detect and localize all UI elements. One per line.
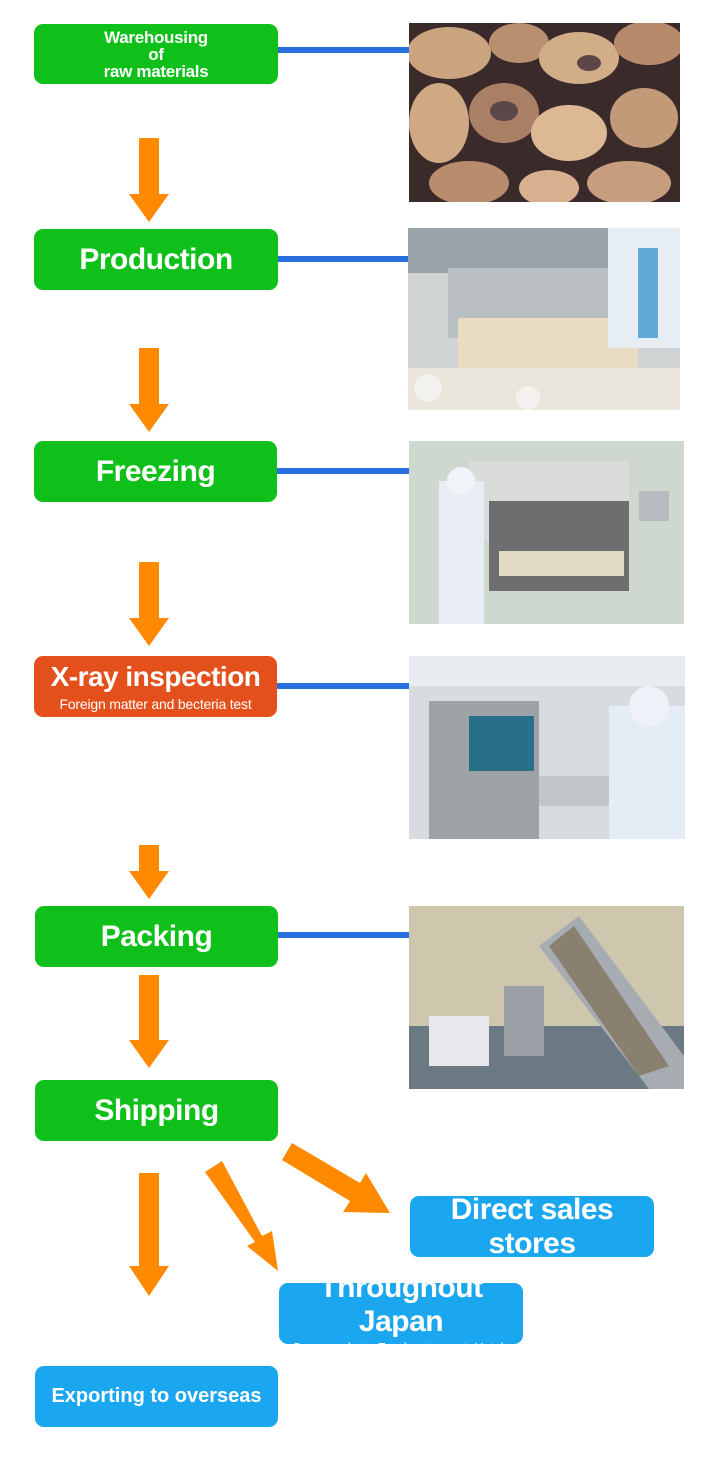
- exporting-label: Exporting to overseas: [51, 1385, 262, 1407]
- dest-exporting: Exporting to overseas: [35, 1366, 278, 1427]
- packing-label: Packing: [100, 919, 213, 953]
- connector-production: [278, 256, 409, 262]
- production-line-photo: [408, 228, 680, 410]
- xray-sub: Foreign matter and becteria test: [59, 696, 252, 712]
- arrow-down-1: [129, 138, 169, 222]
- xray-label: X-ray inspection: [50, 661, 261, 692]
- step-freezing: Freezing: [34, 441, 277, 502]
- arrow-diag-japan: [205, 1161, 278, 1271]
- shipping-label: Shipping: [94, 1093, 219, 1127]
- warehousing-line-3: raw materials: [103, 61, 209, 81]
- step-packing: Packing: [35, 906, 278, 967]
- step-shipping: Shipping: [35, 1080, 278, 1141]
- arrow-down-4: [129, 845, 169, 899]
- connector-xray: [277, 683, 409, 689]
- step-warehousing: Warehousing of raw materials: [34, 24, 278, 84]
- step-xray: X-ray inspection Foreign matter and bect…: [34, 656, 277, 717]
- arrow-down-6: [129, 1173, 169, 1296]
- oysters-photo: [409, 23, 680, 202]
- warehousing-line-1: Warehousing: [104, 27, 208, 47]
- xray-machine-photo: [409, 656, 685, 839]
- arrow-down-5: [129, 975, 169, 1068]
- dest-throughout-japan: Throughout Japan Supermarkets ,Food-rest…: [279, 1271, 523, 1355]
- production-label: Production: [79, 242, 233, 276]
- japan-label: Throughout Japan: [319, 1270, 483, 1338]
- arrow-down-3: [129, 562, 169, 646]
- arrow-down-2: [129, 348, 169, 432]
- direct-sales-label: Direct sales stores: [450, 1192, 614, 1260]
- japan-sub: Supermarkets ,Food-restaurant ,Hotels: [292, 1339, 510, 1355]
- dest-direct-sales: Direct sales stores: [410, 1193, 654, 1260]
- packing-conveyor-photo: [409, 906, 684, 1089]
- freezer-photo: [409, 441, 684, 624]
- connector-freezing: [277, 468, 409, 474]
- arrow-diag-direct: [282, 1143, 390, 1213]
- connector-warehousing: [278, 47, 409, 53]
- freezing-label: Freezing: [95, 454, 216, 488]
- step-production: Production: [34, 229, 278, 290]
- connector-packing: [278, 932, 409, 938]
- warehousing-line-2: of: [148, 44, 164, 64]
